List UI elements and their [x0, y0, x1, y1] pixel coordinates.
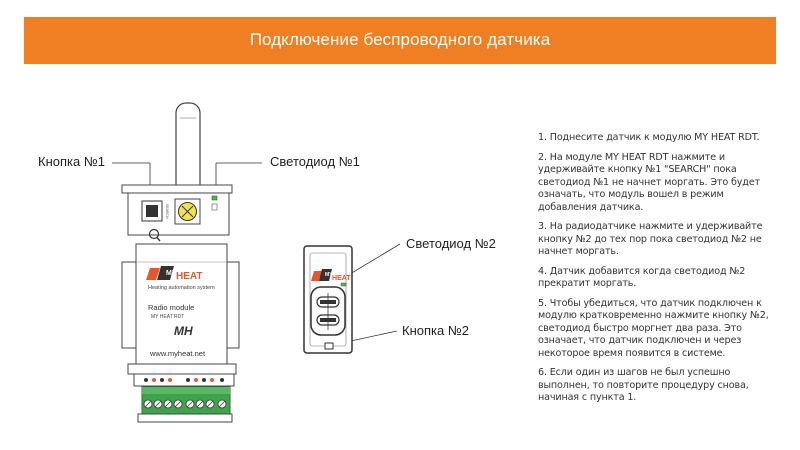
button-2[interactable]	[324, 342, 334, 350]
instructions-list: 1. Поднесите датчик к модулю MY HEAT RDT…	[538, 132, 778, 412]
terminal-indicators	[144, 378, 224, 382]
module-brand-logo: MY HEAT	[146, 266, 202, 282]
search-side-label: SEARCH	[165, 204, 169, 219]
step-item: 5. Чтобы убедиться, что датчик подключен…	[538, 297, 769, 359]
radio-module: SEARCH SEARCH MY HEAT Heating automation…	[121, 102, 240, 423]
terminal-screws	[143, 399, 227, 409]
module-name: Radio module	[148, 303, 194, 312]
module-model: MY HEAT RDT	[151, 314, 184, 320]
header-banner: Подключение беспроводного датчика	[24, 17, 776, 64]
step-item: 2. На модуле MY HEAT RDT нажмите и удерж…	[538, 151, 760, 213]
label-led-2: Светодиод №2	[406, 236, 496, 251]
svg-text:MY: MY	[166, 270, 177, 277]
search-icon	[148, 228, 160, 240]
module-website: www.myheat.net	[149, 349, 206, 358]
svg-text:HEAT: HEAT	[176, 271, 202, 282]
label-led-1: Светодиод №1	[270, 154, 360, 169]
sensor-brand-mark	[311, 271, 322, 281]
wireless-sensor: MY HEAT	[303, 245, 353, 354]
page-title: Подключение беспроводного датчика	[249, 30, 551, 49]
led-1	[211, 195, 218, 201]
step-item: 6. Если один из шагов не был успешно вып…	[538, 367, 749, 403]
callout-line-led-2	[344, 243, 401, 278]
step-item: 1. Поднесите датчик к модулю MY HEAT RDT…	[538, 132, 760, 143]
label-button-1: Кнопка №1	[38, 154, 106, 169]
label-button-2: Кнопка №2	[402, 323, 470, 338]
module-logo-mark: MH	[174, 324, 193, 338]
search-button[interactable]	[146, 205, 158, 217]
sensor-brand-my: MY	[325, 272, 333, 278]
sensor-brand-heat: HEAT	[332, 275, 351, 282]
step-item: 4. Датчик добавится когда светодиод №2 п…	[538, 265, 746, 290]
step-item: 3. На радиодатчике нажмите и удерживайте…	[538, 221, 763, 257]
module-tagline: Heating automation system	[148, 285, 215, 291]
led-2	[340, 282, 347, 287]
module-body	[135, 243, 228, 365]
